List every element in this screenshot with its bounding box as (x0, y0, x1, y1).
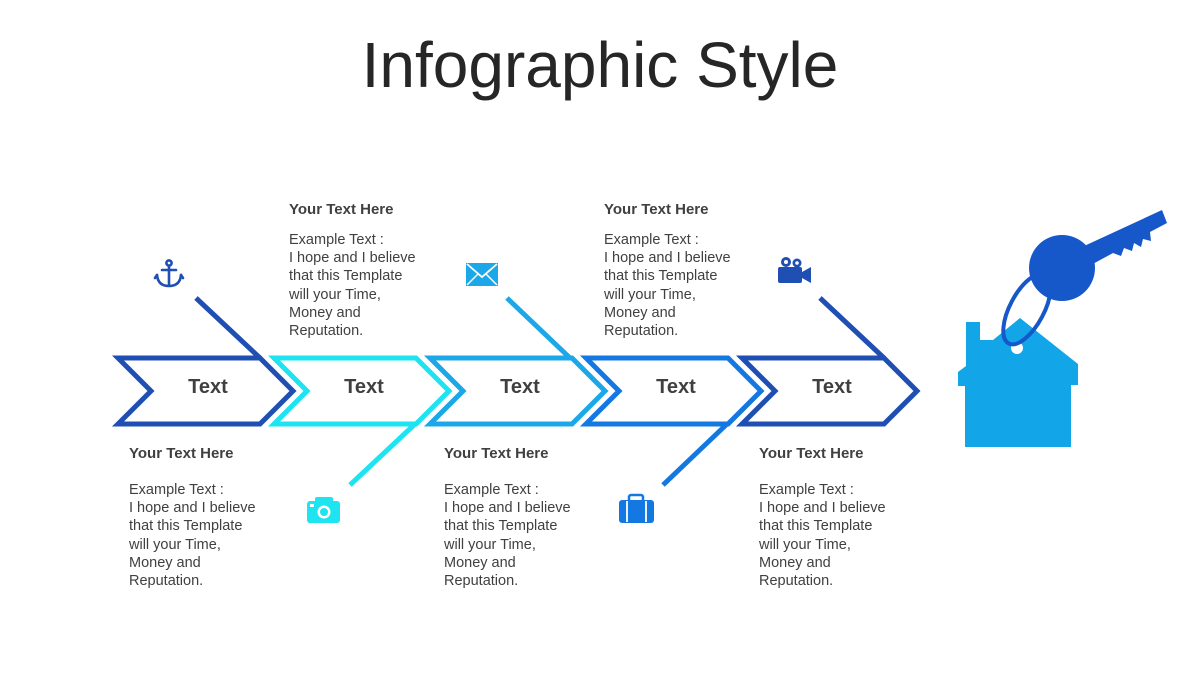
key-icon (1029, 210, 1167, 301)
block-heading: Your Text Here (759, 445, 864, 462)
connector-line-5 (818, 296, 886, 360)
block-description: Example Text : I hope and I believe that… (289, 232, 416, 340)
video-camera-icon (778, 257, 811, 283)
chevron-label-1: Text (188, 376, 228, 398)
chevron-step-3 (423, 355, 609, 427)
connector-line-2 (348, 422, 417, 487)
connector-line-3 (505, 296, 572, 360)
chevron-step-2 (267, 355, 453, 427)
chevron-label-2: Text (344, 376, 384, 398)
block-description: Example Text : I hope and I believe that… (759, 482, 886, 590)
text-block-3: Your Text Here Example Text : I hope and… (444, 445, 614, 590)
chevron-step-4 (579, 355, 765, 427)
house-with-key-icon (958, 210, 1167, 447)
block-heading: Your Text Here (289, 201, 394, 218)
envelope-icon (466, 263, 498, 286)
camera-icon (307, 497, 340, 523)
text-block-5: Your Text Here Example Text : I hope and… (759, 445, 929, 590)
chevron-label-5: Text (812, 376, 852, 398)
block-heading: Your Text Here (444, 445, 549, 462)
text-block-2: Your Text Here Example Text : I hope and… (289, 201, 459, 340)
anchor-icon (153, 259, 185, 288)
connector-line-4 (661, 422, 729, 487)
block-heading: Your Text Here (129, 445, 234, 462)
block-heading: Your Text Here (604, 201, 709, 218)
briefcase-icon (619, 493, 654, 523)
chevron-label-4: Text (656, 376, 696, 398)
block-description: Example Text : I hope and I believe that… (444, 482, 571, 590)
text-block-4: Your Text Here Example Text : I hope and… (604, 201, 774, 340)
house-icon (958, 318, 1078, 447)
block-description: Example Text : I hope and I believe that… (604, 232, 731, 340)
chevron-step-5 (735, 355, 921, 427)
connector-line-1 (194, 296, 262, 360)
text-block-1: Your Text Here Example Text : I hope and… (129, 445, 299, 590)
page-title: Infographic Style (361, 29, 839, 101)
chevron-step-1 (111, 355, 297, 427)
chevron-label-3: Text (500, 376, 540, 398)
block-description: Example Text : I hope and I believe that… (129, 482, 256, 590)
